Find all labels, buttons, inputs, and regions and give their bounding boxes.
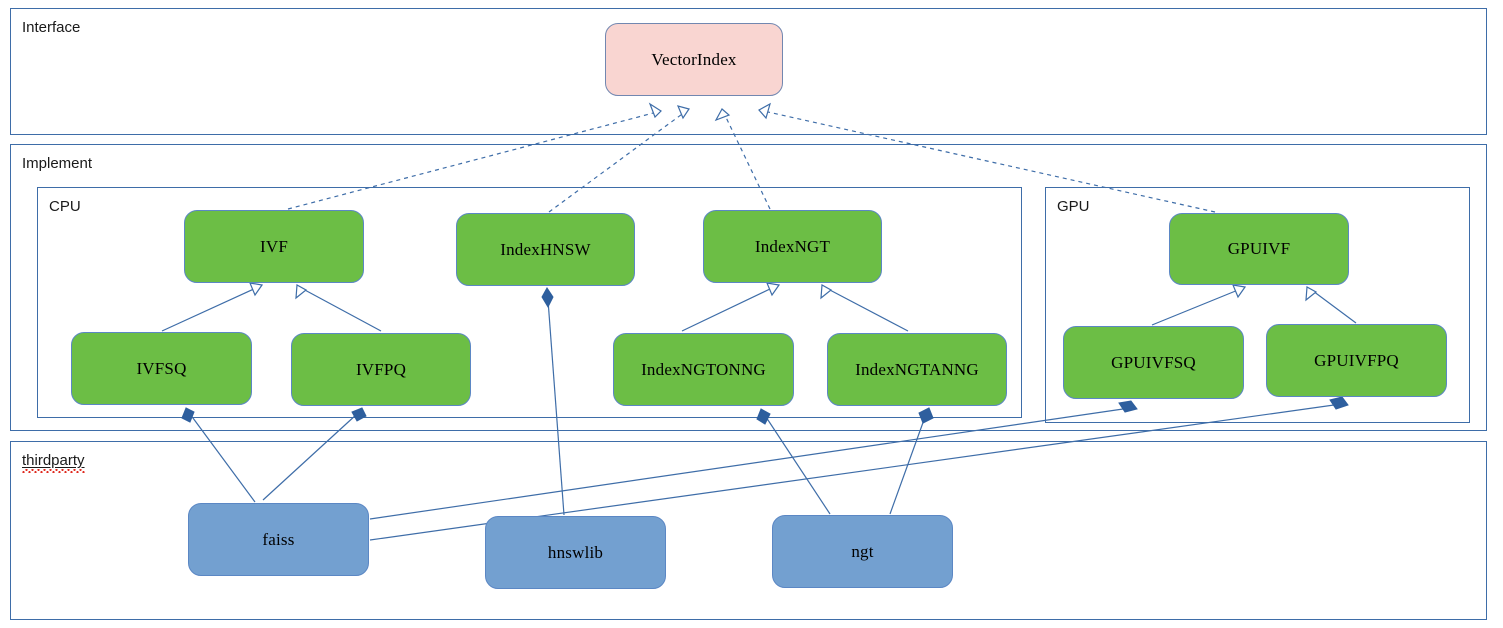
class-node-label: IVFSQ <box>136 358 187 378</box>
group-label-thirdparty: thirdparty <box>22 453 85 473</box>
group-label-gpu: GPU <box>1057 198 1090 215</box>
class-node-label: GPUIVFSQ <box>1111 352 1196 372</box>
class-node-label: ngt <box>851 541 874 561</box>
class-node-label: IndexNGT <box>754 236 831 256</box>
class-node-gpuivfsq[interactable]: GPUIVFSQ <box>1063 326 1244 399</box>
class-node-label: GPUIVFPQ <box>1314 350 1399 370</box>
class-node-ivfsq[interactable]: IVFSQ <box>71 332 252 405</box>
class-node-label: faiss <box>262 529 295 549</box>
class-node-vectorindex[interactable]: VectorIndex <box>605 23 783 96</box>
class-node-label: IndexNGTONNG <box>641 359 766 379</box>
class-node-gpuivfpq[interactable]: GPUIVFPQ <box>1266 324 1447 397</box>
class-node-faiss[interactable]: faiss <box>188 503 369 576</box>
spellcheck-underline <box>22 469 85 473</box>
class-node-label: hnswlib <box>547 542 604 562</box>
class-node-indexhnsw[interactable]: IndexHNSW <box>456 213 635 286</box>
group-label-implement: Implement <box>22 155 93 172</box>
class-node-ivfpq[interactable]: IVFPQ <box>291 333 471 406</box>
class-node-label: IVFPQ <box>355 359 407 379</box>
class-node-label: VectorIndex <box>651 49 737 69</box>
class-node-label: IVF <box>260 236 288 256</box>
group-label-cpu: CPU <box>49 198 81 215</box>
class-node-hnswlib[interactable]: hnswlib <box>485 516 666 589</box>
class-node-ivf[interactable]: IVF <box>184 210 364 283</box>
class-node-indexngtonng[interactable]: IndexNGTONNG <box>613 333 794 406</box>
class-node-label: IndexNGTANNG <box>855 359 979 379</box>
group-label-interface: Interface <box>22 19 81 36</box>
class-node-label: IndexHNSW <box>500 239 591 259</box>
class-node-indexngtanng[interactable]: IndexNGTANNG <box>827 333 1007 406</box>
class-node-ngt[interactable]: ngt <box>772 515 953 588</box>
class-node-indexngt[interactable]: IndexNGT <box>703 210 882 283</box>
class-node-gpuivf[interactable]: GPUIVF <box>1169 213 1349 285</box>
class-node-label: GPUIVF <box>1227 239 1291 258</box>
